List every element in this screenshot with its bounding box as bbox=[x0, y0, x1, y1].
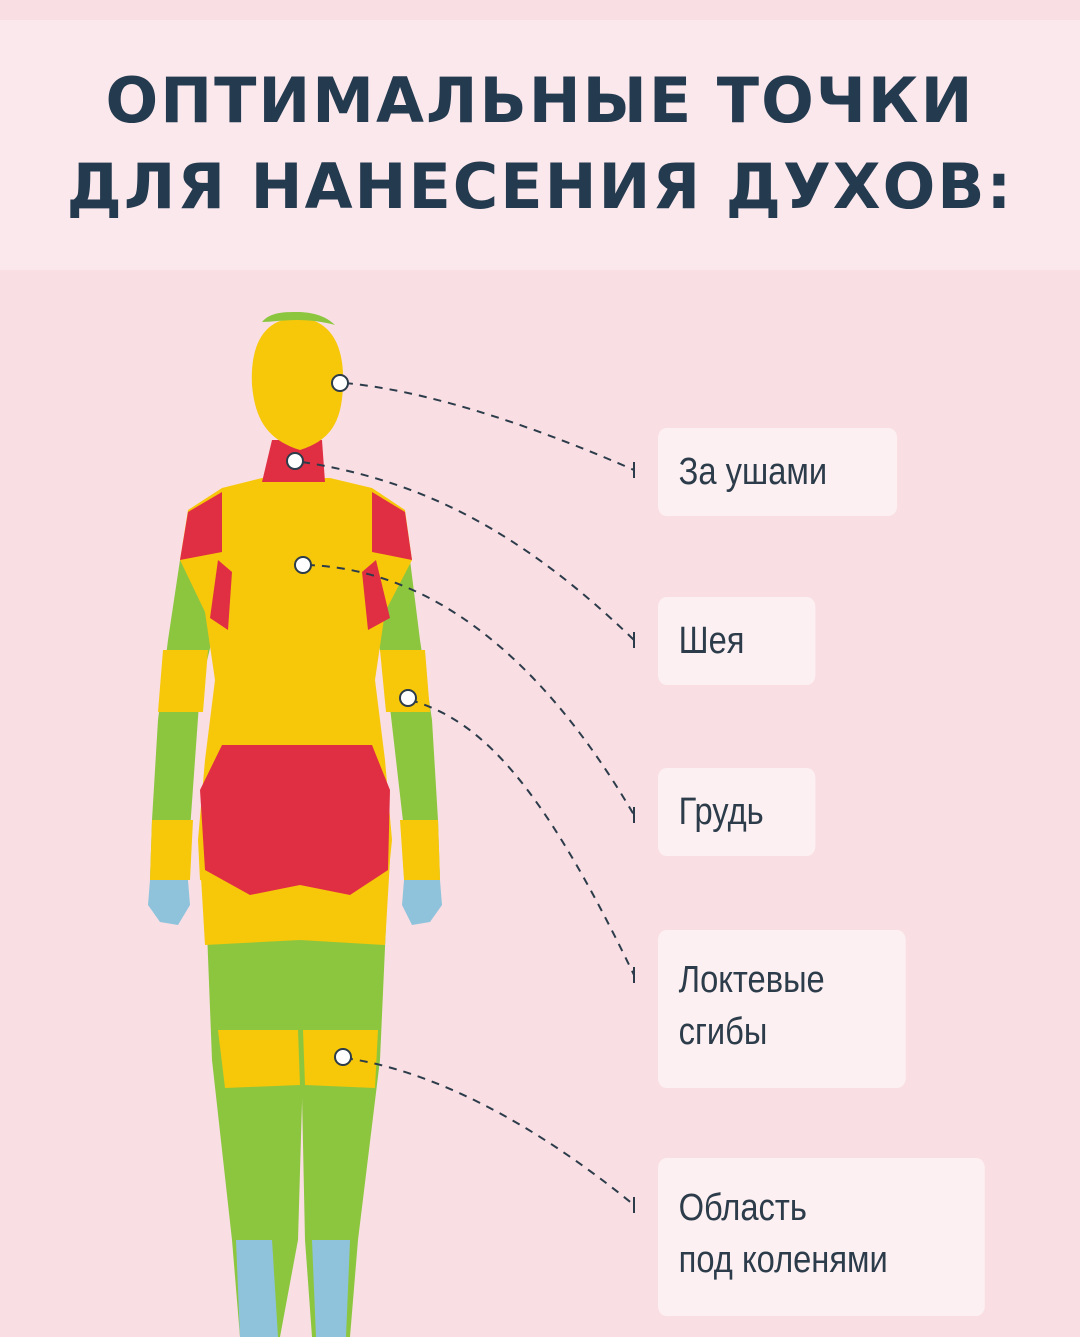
connector-ears bbox=[344, 382, 635, 471]
label-elbows-text-1: Локтевые bbox=[678, 959, 825, 1001]
connector-knees bbox=[344, 1057, 635, 1206]
label-chest-text: Грудь bbox=[678, 791, 764, 833]
point-ears bbox=[331, 374, 349, 392]
connector-elbows bbox=[409, 699, 635, 976]
legs bbox=[200, 860, 390, 1337]
label-knees: Область под коленями bbox=[658, 1158, 985, 1316]
point-knee bbox=[334, 1048, 352, 1066]
label-knees-text-2: под коленями bbox=[678, 1239, 888, 1281]
point-chest bbox=[294, 556, 312, 574]
label-neck: Шея bbox=[658, 597, 816, 685]
title-line-1: ОПТИМАЛЬНЫЕ ТОЧКИ bbox=[105, 64, 975, 137]
label-behind-ears-text: За ушами bbox=[678, 451, 828, 493]
label-chest: Грудь bbox=[658, 768, 816, 856]
title-line-2: ДЛЯ НАНЕСЕНИЯ ДУХОВ: bbox=[66, 150, 1014, 223]
page-title: ОПТИМАЛЬНЫЕ ТОЧКИ ДЛЯ НАНЕСЕНИЯ ДУХОВ: bbox=[0, 58, 1080, 230]
label-elbows: Локтевые сгибы bbox=[658, 930, 906, 1088]
point-elbow bbox=[399, 689, 417, 707]
head bbox=[251, 312, 344, 450]
arms bbox=[148, 560, 442, 925]
application-points bbox=[286, 374, 417, 1066]
label-knees-text-1: Область bbox=[678, 1187, 807, 1229]
label-neck-text: Шея bbox=[678, 620, 745, 662]
connector-chest bbox=[306, 564, 635, 816]
torso bbox=[180, 440, 412, 900]
point-neck bbox=[286, 452, 304, 470]
connector-lines bbox=[301, 382, 635, 1206]
label-behind-ears: За ушами bbox=[658, 428, 898, 516]
label-elbows-text-2: сгибы bbox=[678, 1011, 768, 1053]
header-band bbox=[0, 20, 1080, 270]
connector-neck bbox=[301, 461, 635, 641]
